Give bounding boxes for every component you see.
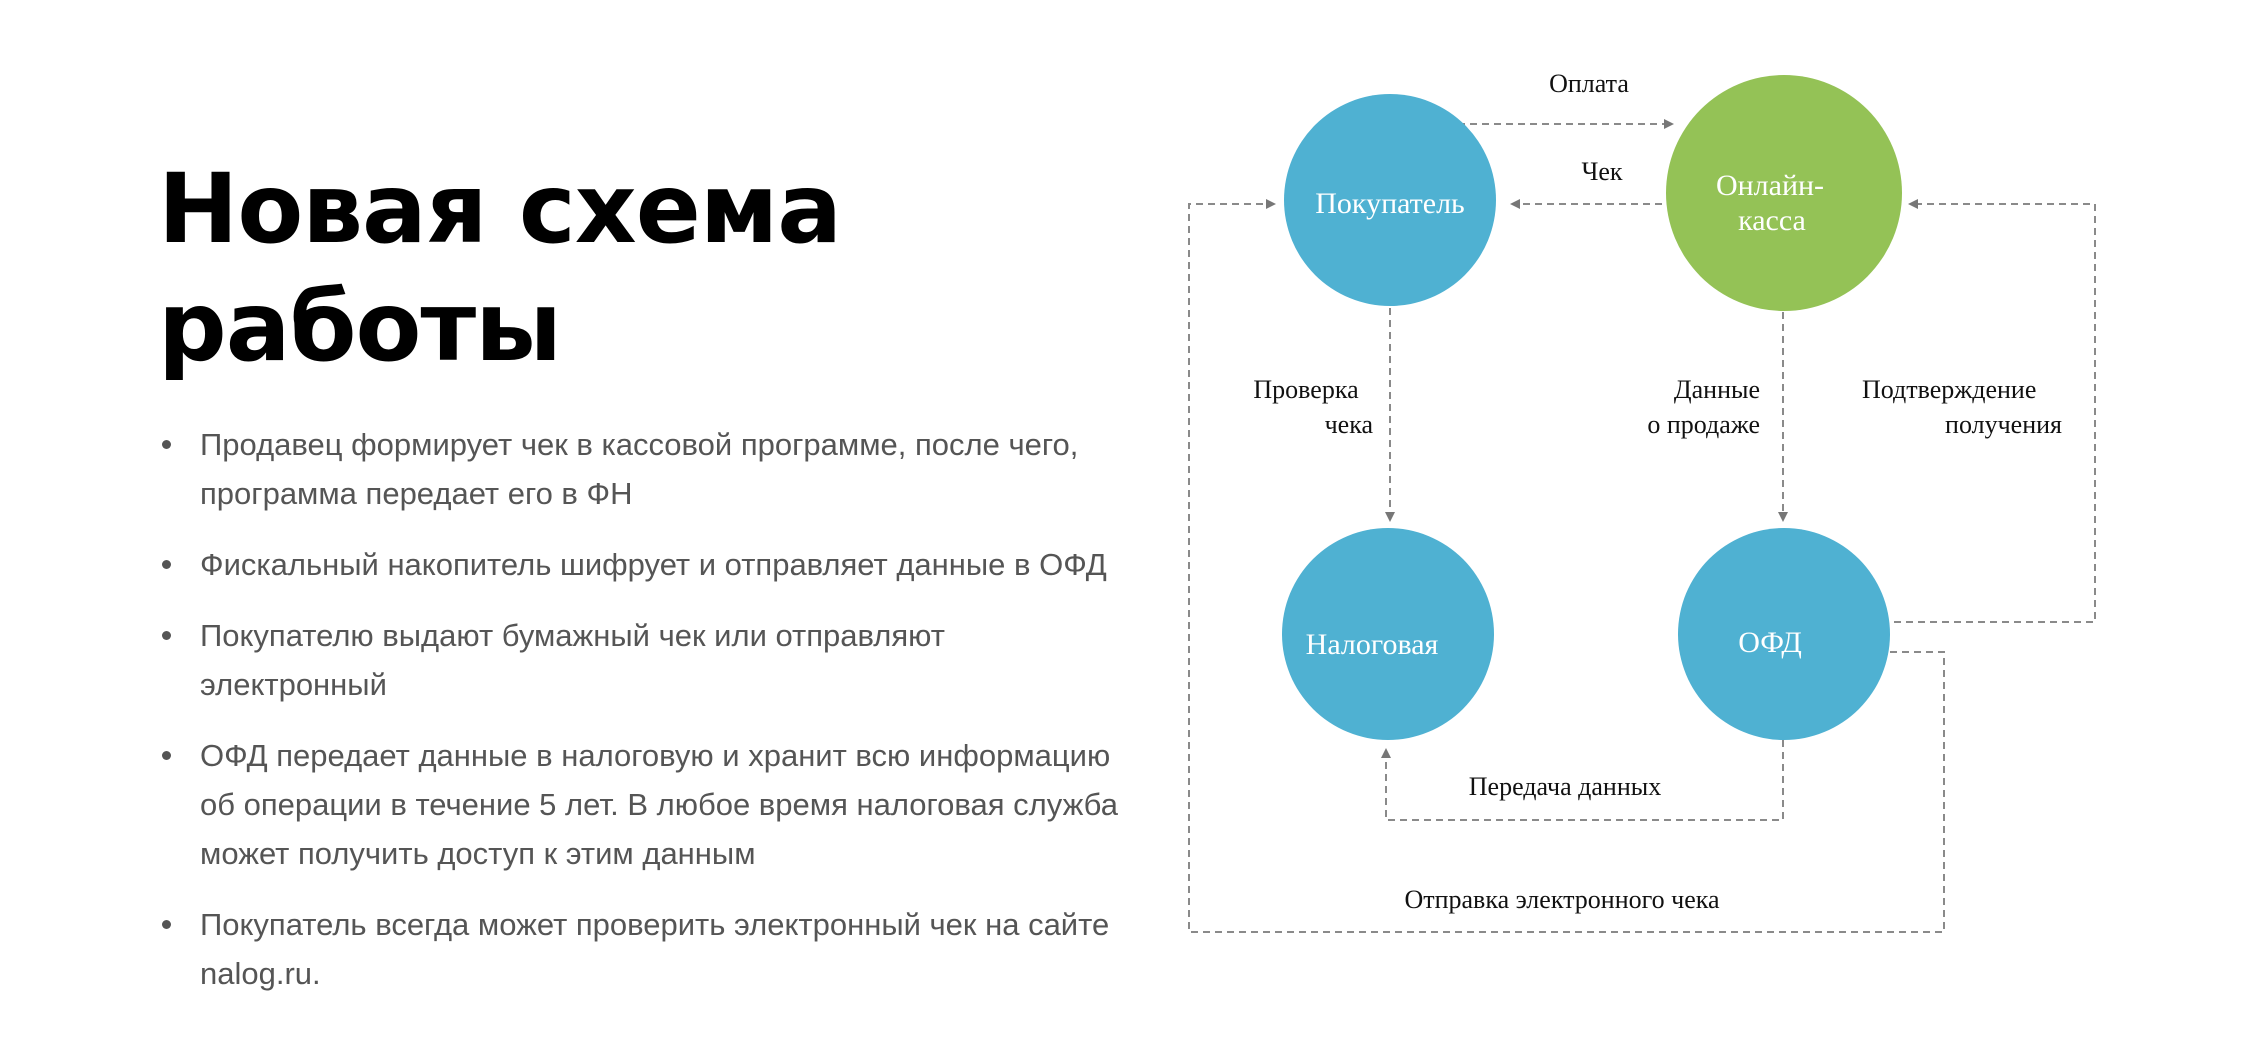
title-line-2: работы [158,271,562,383]
data-transfer-label: Передача данных [1469,772,1661,801]
bullet-item: Продавец формирует чек в кассовой програ… [158,420,1118,518]
confirm-connector [1894,199,2096,623]
tax-node-label: Налоговая [1306,628,1439,661]
ofd-node-label: ОФД [1738,626,1802,659]
e-receipt-connector [1188,199,1945,933]
confirm-label-line-2: получения [1945,410,2062,439]
receipt-label: Чек [1581,157,1622,186]
e-receipt-label: Отправка электронного чека [1404,885,1720,914]
bullet-item: Покупателю выдают бумажный чек или отпра… [158,611,1118,709]
kassa-node-label-line-1: Онлайн- [1716,169,1824,202]
ofd-node [1678,528,1890,740]
bullet-list: Продавец формирует чек в кассовой програ… [158,420,1118,1020]
kassa-node [1666,75,1902,311]
kassa-node-label-line-2: касса [1738,204,1806,237]
tax-node [1282,528,1494,740]
buyer-node-label: Покупатель [1315,187,1465,220]
buyer-node [1284,94,1496,306]
check-label-line-1: Проверка [1253,375,1359,404]
payment-label: Оплата [1549,69,1629,98]
title-line-1: Новая схема [158,153,842,265]
page-title: Новая схема работы [158,150,842,386]
bullet-item: ОФД передает данные в налоговую и хранит… [158,731,1118,878]
bullet-item: Фискальный накопитель шифрует и отправля… [158,540,1118,589]
sale-data-label-line-1: Данные [1674,375,1760,404]
data-transfer-connector [1381,740,1784,821]
bullet-item: Покупатель всегда может проверить электр… [158,900,1118,998]
confirm-label-line-1: Подтверждение [1862,375,2036,404]
check-label-line-2: чека [1325,410,1374,439]
sale-data-label-line-2: о продаже [1647,410,1760,439]
